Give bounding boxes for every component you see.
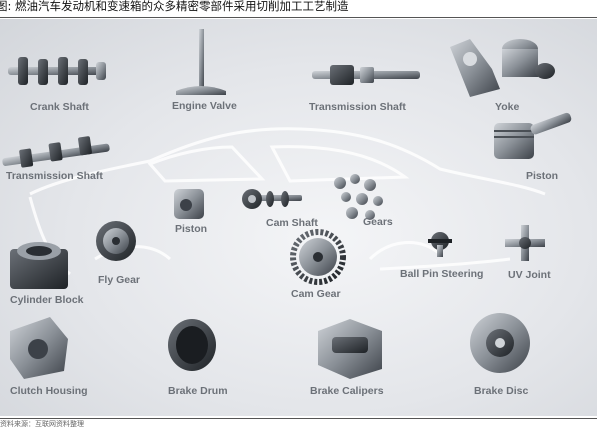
crank-shaft-image xyxy=(8,57,106,85)
label-transmission-shaft-left: Transmission Shaft xyxy=(6,170,103,182)
parts-artwork xyxy=(2,29,572,379)
label-uv-joint: UV Joint xyxy=(508,269,551,281)
brake-disc-image xyxy=(470,313,530,373)
label-brake-disc: Brake Disc xyxy=(474,385,529,397)
label-piston-right: Piston xyxy=(526,170,559,182)
fly-gear-image xyxy=(96,221,136,261)
piston-right-image xyxy=(494,112,572,159)
brake-drum-image xyxy=(168,319,216,371)
label-brake-calipers: Brake Calipers xyxy=(310,385,384,397)
label-fly-gear: Fly Gear xyxy=(98,274,141,286)
label-crank-shaft: Crank Shaft xyxy=(30,101,89,113)
gears-image xyxy=(334,174,383,220)
clutch-housing-image xyxy=(10,317,68,379)
ball-pin-steering-image xyxy=(428,232,452,257)
caption-divider xyxy=(0,17,597,18)
uv-joint-image xyxy=(505,225,545,261)
label-ball-pin-steering: Ball Pin Steering xyxy=(400,268,484,280)
source-divider xyxy=(0,418,597,419)
cam-gear-image xyxy=(290,229,346,285)
figure-caption: 图: 燃油汽车发动机和变速箱的众多精密零部件采用切削加工工艺制造 xyxy=(0,0,349,13)
parts-illustration: Crank Shaft Engine Valve Transmission Sh… xyxy=(0,19,597,416)
transmission-shaft-left-image xyxy=(2,136,110,168)
label-engine-valve: Engine Valve xyxy=(172,100,237,112)
label-cylinder-block: Cylinder Block xyxy=(10,294,84,306)
label-transmission-shaft-top: Transmission Shaft xyxy=(309,101,406,113)
brake-calipers-image xyxy=(318,319,382,379)
source-note: 资料来源：互联网资料整理 xyxy=(0,420,84,428)
label-gears: Gears xyxy=(363,216,393,228)
label-piston-mid: Piston xyxy=(175,223,208,235)
label-brake-drum: Brake Drum xyxy=(168,385,228,397)
label-clutch-housing: Clutch Housing xyxy=(10,385,88,397)
label-cam-shaft: Cam Shaft xyxy=(266,217,318,229)
transmission-shaft-top-image xyxy=(312,65,420,85)
label-cam-gear: Cam Gear xyxy=(291,288,341,300)
engine-valve-image xyxy=(176,29,226,95)
cam-shaft-image xyxy=(242,189,302,209)
piston-mid-image xyxy=(174,189,204,219)
yoke-image xyxy=(450,39,555,97)
cylinder-block-image xyxy=(10,242,68,289)
label-yoke: Yoke xyxy=(495,101,520,113)
